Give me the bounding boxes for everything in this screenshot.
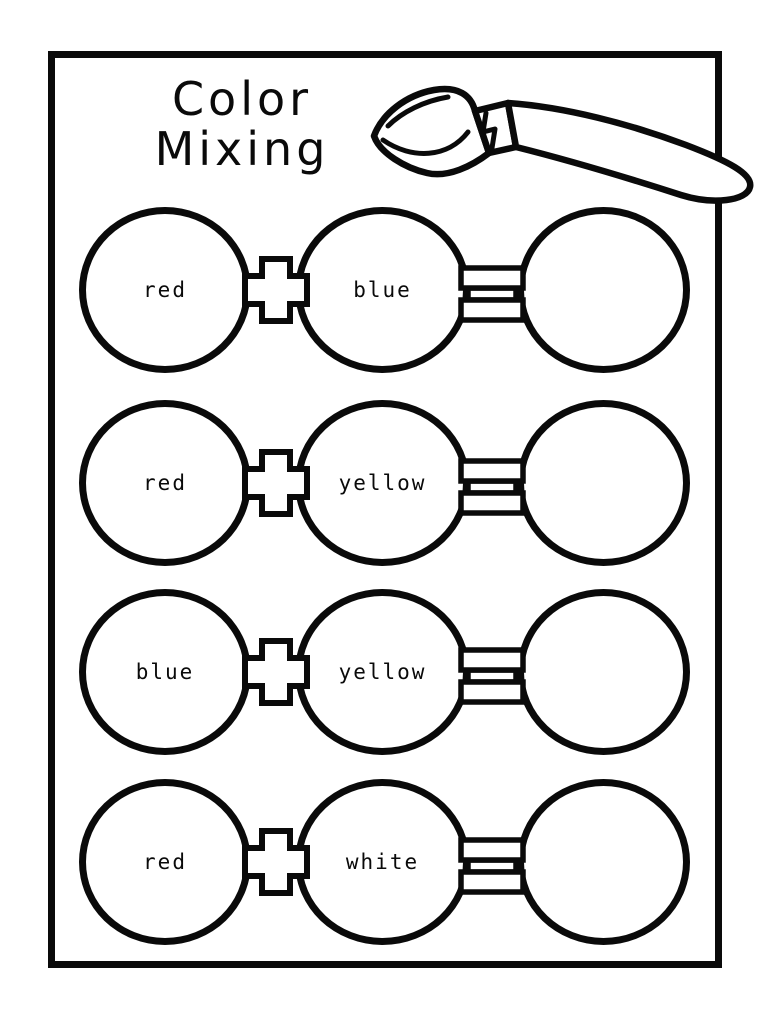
plus-icon [242, 828, 310, 896]
mixing-row: red blue [0, 205, 768, 375]
color-circle-left [79, 400, 251, 566]
answer-circle-empty [517, 400, 690, 566]
equals-icon [458, 647, 526, 705]
equals-icon [458, 837, 526, 895]
color-word-right: yellow [338, 471, 427, 495]
page-border-frame [48, 51, 722, 968]
mixing-row: blue yellow [0, 587, 768, 757]
answer-circle-empty [517, 207, 690, 373]
mixing-row: red yellow [0, 398, 768, 568]
answer-circle-empty [517, 589, 690, 755]
color-circle-left [79, 207, 251, 373]
color-word-right: yellow [338, 660, 427, 684]
equals-icon [458, 458, 526, 516]
plus-icon [242, 638, 310, 706]
color-word-right: blue [353, 278, 412, 302]
answer-circle-empty [517, 779, 690, 945]
equals-icon [458, 265, 526, 323]
page-title: Color Mixing [117, 74, 367, 174]
plus-icon [242, 256, 310, 324]
color-circle-left [79, 589, 251, 755]
page-title-line1: Color [171, 72, 313, 126]
page-title-line2: Mixing [154, 122, 330, 176]
color-word-right: white [345, 850, 420, 874]
color-word-left: red [143, 471, 187, 495]
color-word-left: red [143, 278, 187, 302]
plus-icon [242, 449, 310, 517]
color-word-left: red [143, 850, 187, 874]
mixing-row: red white [0, 777, 768, 947]
color-word-left: blue [135, 660, 195, 684]
